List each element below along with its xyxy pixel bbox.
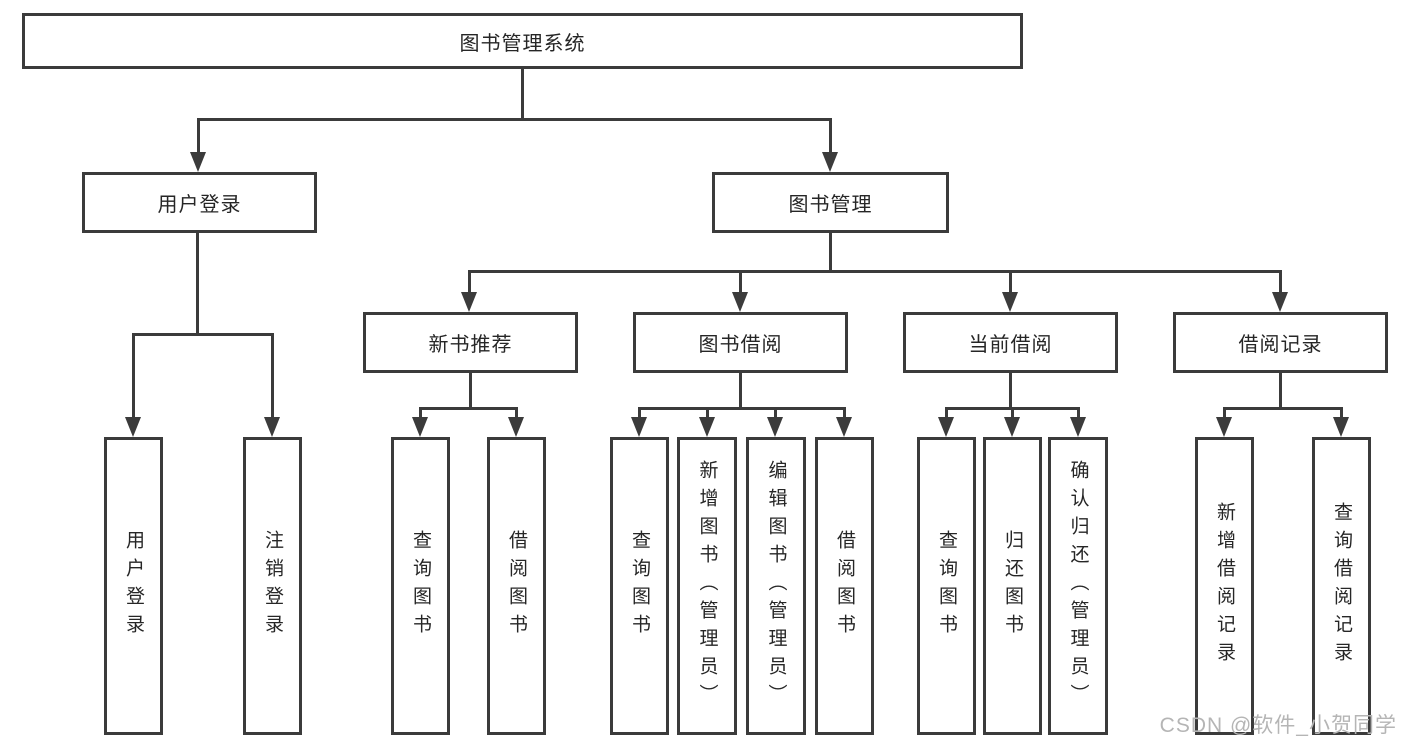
arrow-down-icon xyxy=(1070,417,1086,437)
arrow-down-icon xyxy=(264,417,280,437)
connector-drop-login xyxy=(197,118,200,152)
leaf-records-add-record-label: 新增借阅记录 xyxy=(1214,502,1235,670)
node-current-borrow-label: 当前借阅 xyxy=(968,334,1053,356)
leaf-records-add-record: 新增借阅记录 xyxy=(1195,437,1254,735)
connector-mgmt-horizontal xyxy=(469,270,1282,273)
node-current-borrow: 当前借阅 xyxy=(903,312,1118,373)
leaf-borrow-add-books-admin: 新增图书（管理员） xyxy=(677,437,737,735)
leaf-current-return-books-label: 归还图书 xyxy=(1002,530,1023,642)
connector-borrow-stem xyxy=(739,373,742,407)
leaf-user-login: 用户登录 xyxy=(104,437,163,735)
node-root-label: 图书管理系统 xyxy=(459,32,586,55)
arrow-down-icon xyxy=(1333,417,1349,437)
arrow-down-icon xyxy=(412,417,428,437)
arrow-down-icon xyxy=(732,292,748,312)
arrow-down-icon xyxy=(822,152,838,172)
csdn-watermark: CSDN @软件_小贺同学 xyxy=(1159,714,1397,737)
connector-records-drop-1 xyxy=(1223,407,1226,417)
leaf-borrow-add-books-admin-label: 新增图书（管理员） xyxy=(696,460,718,712)
node-root-system: 图书管理系统 xyxy=(22,13,1023,69)
arrow-down-icon xyxy=(190,152,206,172)
arrow-down-icon xyxy=(1004,417,1020,437)
connector-borrow-drop-4 xyxy=(843,407,846,417)
leaf-current-query-books-label: 查询图书 xyxy=(936,530,957,642)
arrow-down-icon xyxy=(938,417,954,437)
leaf-records-query-record: 查询借阅记录 xyxy=(1312,437,1371,735)
connector-borrow-drop-2 xyxy=(706,407,709,417)
connector-login-drop-2 xyxy=(271,333,274,417)
leaf-user-login-label: 用户登录 xyxy=(123,530,144,642)
node-book-management-label: 图书管理 xyxy=(788,194,873,216)
leaf-borrow-query-books: 查询图书 xyxy=(610,437,669,735)
connector-mgmt-stem xyxy=(829,233,832,270)
connector-mgmt-drop-4 xyxy=(1279,270,1282,292)
node-new-book-recommend: 新书推荐 xyxy=(363,312,578,373)
arrow-down-icon xyxy=(767,417,783,437)
leaf-borrow-borrow-books-label: 借阅图书 xyxy=(834,530,855,642)
connector-root-stem xyxy=(521,69,524,118)
arrow-down-icon xyxy=(699,417,715,437)
node-book-borrow-label: 图书借阅 xyxy=(698,334,783,356)
leaf-newbook-borrow-books: 借阅图书 xyxy=(487,437,546,735)
connector-root-horizontal xyxy=(197,118,832,121)
connector-login-drop-1 xyxy=(132,333,135,417)
node-book-borrow: 图书借阅 xyxy=(633,312,848,373)
connector-newbook-drop-2 xyxy=(515,407,518,417)
leaf-newbook-query-books-label: 查询图书 xyxy=(410,530,431,642)
connector-current-drop-1 xyxy=(945,407,948,417)
leaf-current-confirm-return-admin: 确认归还（管理员） xyxy=(1048,437,1108,735)
arrow-down-icon xyxy=(1272,292,1288,312)
connector-records-drop-2 xyxy=(1340,407,1343,417)
connector-newbook-stem xyxy=(469,373,472,407)
leaf-logout: 注销登录 xyxy=(243,437,302,735)
connector-current-drop-3 xyxy=(1077,407,1080,417)
node-user-login-label: 用户登录 xyxy=(157,194,242,216)
connector-current-drop-2 xyxy=(1011,407,1014,417)
connector-records-stem xyxy=(1279,373,1282,407)
connector-login-horizontal xyxy=(132,333,274,336)
leaf-records-query-record-label: 查询借阅记录 xyxy=(1331,502,1352,670)
connector-records-horizontal xyxy=(1223,407,1343,410)
node-new-book-recommend-label: 新书推荐 xyxy=(428,334,513,356)
arrow-down-icon xyxy=(461,292,477,312)
node-borrow-records: 借阅记录 xyxy=(1173,312,1388,373)
connector-mgmt-drop-1 xyxy=(468,270,471,292)
arrow-down-icon xyxy=(125,417,141,437)
leaf-newbook-borrow-books-label: 借阅图书 xyxy=(506,530,527,642)
connector-borrow-horizontal xyxy=(638,407,846,410)
arrow-down-icon xyxy=(631,417,647,437)
arrow-down-icon xyxy=(1216,417,1232,437)
connector-drop-mgmt xyxy=(829,118,832,152)
connector-mgmt-drop-2 xyxy=(739,270,742,292)
connector-borrow-drop-3 xyxy=(774,407,777,417)
node-user-login: 用户登录 xyxy=(82,172,317,233)
leaf-logout-label: 注销登录 xyxy=(262,530,283,642)
leaf-current-query-books: 查询图书 xyxy=(917,437,976,735)
connector-login-stem xyxy=(196,233,199,333)
arrow-down-icon xyxy=(508,417,524,437)
connector-newbook-horizontal xyxy=(419,407,518,410)
leaf-borrow-query-books-label: 查询图书 xyxy=(629,530,650,642)
connector-current-stem xyxy=(1009,373,1012,407)
node-borrow-records-label: 借阅记录 xyxy=(1238,334,1323,356)
leaf-borrow-borrow-books: 借阅图书 xyxy=(815,437,874,735)
arrow-down-icon xyxy=(1002,292,1018,312)
leaf-borrow-edit-books-admin: 编辑图书（管理员） xyxy=(746,437,806,735)
leaf-borrow-edit-books-admin-label: 编辑图书（管理员） xyxy=(765,460,787,712)
leaf-current-confirm-return-admin-label: 确认归还（管理员） xyxy=(1067,460,1089,712)
connector-mgmt-drop-3 xyxy=(1009,270,1012,292)
connector-newbook-drop-1 xyxy=(419,407,422,417)
leaf-current-return-books: 归还图书 xyxy=(983,437,1042,735)
arrow-down-icon xyxy=(836,417,852,437)
node-book-management: 图书管理 xyxy=(712,172,949,233)
connector-borrow-drop-1 xyxy=(638,407,641,417)
leaf-newbook-query-books: 查询图书 xyxy=(391,437,450,735)
